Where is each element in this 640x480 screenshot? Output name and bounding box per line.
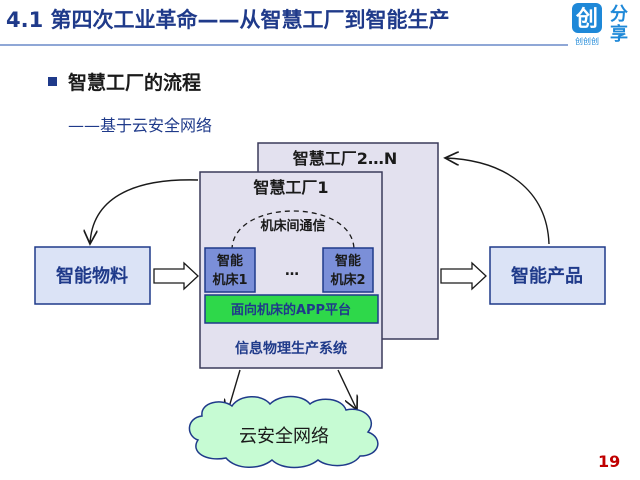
arrow-to-cloud-right [337,369,357,410]
cps-label: 信息物理生产系统 [235,340,347,357]
output-products-box [489,246,606,305]
logo-caption: 创创创 [575,36,599,46]
feedback-arrow-left [90,179,199,244]
page-number: 19 [598,452,621,471]
arrow-factory-to-output [440,261,487,291]
arrow-input-to-factory [153,261,199,291]
logo-char-bottom: 享 [610,23,628,45]
feedback-arrow-right [445,158,550,245]
output-products-label: 智能产品 [511,265,583,287]
slide-title: 4.1 第四次工业革命——从智慧工厂到智能生产 [6,8,450,32]
section-subheading: ——基于云安全网络 [68,116,213,135]
app-platform-label: 面向机床的APP平台 [231,302,351,318]
section-heading: 智慧工厂的流程 [68,72,202,94]
logo: 创 分 享 创创创 [572,3,628,46]
input-materials-box [34,246,151,305]
factory-front-title: 智慧工厂1 [253,178,328,197]
bullet-square [48,77,57,86]
comm-arc [231,210,355,251]
input-materials-label: 智能物料 [56,265,128,287]
factory-front: 智慧工厂1 机床间通信 智能 机床1 … 智能 机床2 面向机床的APP平台 信… [199,171,383,369]
cloud-shape [188,395,379,469]
logo-badge [572,3,602,33]
factory-back-title: 智慧工厂2…N [293,149,398,168]
machine-tool-1-box [204,247,256,293]
machine-ellipsis: … [285,263,299,279]
logo-char-main: 创 [575,7,598,32]
machine-tool-2-line2: 机床2 [330,272,365,288]
comm-label: 机床间通信 [260,218,325,234]
logo-char-top: 分 [610,4,628,25]
app-platform-box [204,294,379,324]
machine-tool-2-box [322,247,374,293]
machine-tool-2-line1: 智能 [335,253,361,269]
machine-tool-1-line1: 智能 [217,253,243,269]
machine-tool-1-line2: 机床1 [212,272,247,288]
cloud-label: 云安全网络 [239,426,329,447]
title-divider [0,44,568,46]
